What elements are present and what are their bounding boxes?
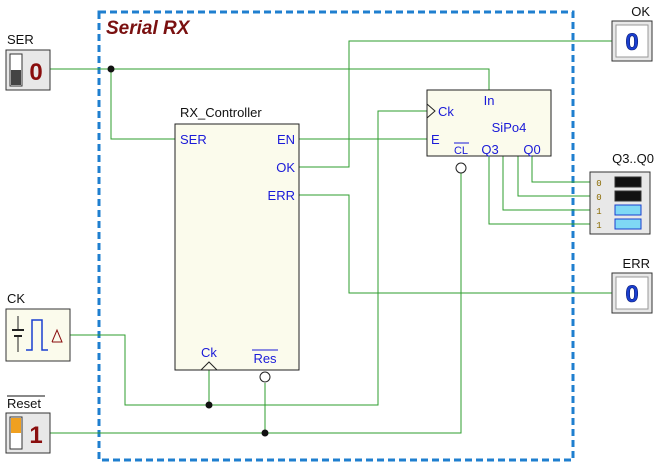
pin-ok-label: OK: [276, 160, 295, 175]
wire-ser-controller: [110, 69, 175, 140]
q-bit-1-value: 0: [596, 193, 601, 203]
q-output-bank[interactable]: Q3..Q0 0 0 1 1: [589, 151, 654, 235]
ser-input-value: 0: [29, 59, 42, 86]
wires: [50, 40, 612, 434]
ok-output-label: OK: [631, 4, 650, 19]
inverter-bubble-icon: [455, 162, 467, 174]
sipo-pin-q0-label: Q0: [523, 142, 540, 157]
serial-rx-frame: [97, 10, 575, 462]
q-output-label: Q3..Q0: [612, 151, 654, 166]
wire-err: [299, 194, 612, 294]
q-bit-2-led: [614, 204, 642, 216]
clock-triangle-icon: [200, 361, 218, 371]
pin-ck-label: Ck: [201, 345, 217, 360]
wire-q2: [502, 156, 590, 211]
q-bit-3-value: 1: [596, 221, 601, 231]
ck-input-label: CK: [7, 291, 25, 306]
junction-dot: [107, 65, 115, 73]
ok-output-display[interactable]: OK 0: [611, 4, 653, 62]
square-wave-icon: [26, 319, 48, 351]
err-output-display[interactable]: ERR 0: [611, 256, 653, 314]
diagram-title: Serial RX: [106, 18, 191, 39]
rx-controller[interactable]: RX_Controller SER EN OK ERR Ck Res: [174, 105, 300, 383]
ser-switch-lever: [11, 70, 21, 85]
wire-q3: [488, 156, 590, 225]
ser-input-switch[interactable]: SER 0: [5, 32, 51, 91]
clock-triangle-icon: [51, 328, 63, 343]
reset-input-value: 1: [29, 422, 42, 449]
q-bit-0-value: 0: [596, 179, 601, 189]
reset-switch-lever: [11, 418, 21, 433]
wire-q1: [517, 156, 590, 197]
pin-ser-label: SER: [180, 132, 207, 147]
sipo-pin-e-label: E: [431, 132, 440, 147]
rx-controller-box: [174, 123, 300, 371]
reset-input-label: Reset: [7, 396, 41, 411]
pin-res-label: Res: [253, 351, 277, 366]
q-bit-2-value: 1: [596, 207, 601, 217]
wire-ok: [299, 40, 612, 168]
wire-q0: [531, 156, 590, 183]
ser-input-label: SER: [7, 32, 34, 47]
sipo4-box: [426, 89, 552, 157]
pin-err-label: ERR: [268, 188, 295, 203]
wire-ser-in: [50, 68, 490, 90]
err-display-face: [615, 276, 649, 310]
q-bit-0-led: [614, 176, 642, 188]
q-bit-3-led: [614, 218, 642, 230]
pin-en-label: EN: [277, 132, 295, 147]
junction-dot: [205, 401, 213, 409]
wire-clock: [70, 110, 427, 406]
ok-display-face: [615, 24, 649, 58]
sipo-pin-cl-label: CL: [454, 145, 468, 157]
sipo-pin-q3-label: Q3: [481, 142, 498, 157]
err-output-label: ERR: [623, 256, 650, 271]
reset-input-switch[interactable]: Reset 1: [5, 395, 51, 454]
q-bit-1-led: [614, 190, 642, 202]
sipo-pin-ck-label: Ck: [438, 104, 454, 119]
clock-triangle-icon: [426, 103, 436, 119]
ck-input-clock[interactable]: CK: [5, 291, 71, 362]
sipo-name: SiPo4: [492, 120, 527, 135]
ok-output-value: 0: [625, 29, 638, 56]
wire-reset: [50, 173, 462, 434]
inverter-bubble-icon: [259, 371, 271, 383]
sipo-pin-in-label: In: [484, 93, 495, 108]
junction-dot: [261, 429, 269, 437]
sipo4-register[interactable]: Ck In SiPo4 E CL Q3 Q0: [426, 89, 552, 174]
rx-controller-name: RX_Controller: [180, 105, 262, 120]
err-output-value: 0: [625, 281, 638, 308]
